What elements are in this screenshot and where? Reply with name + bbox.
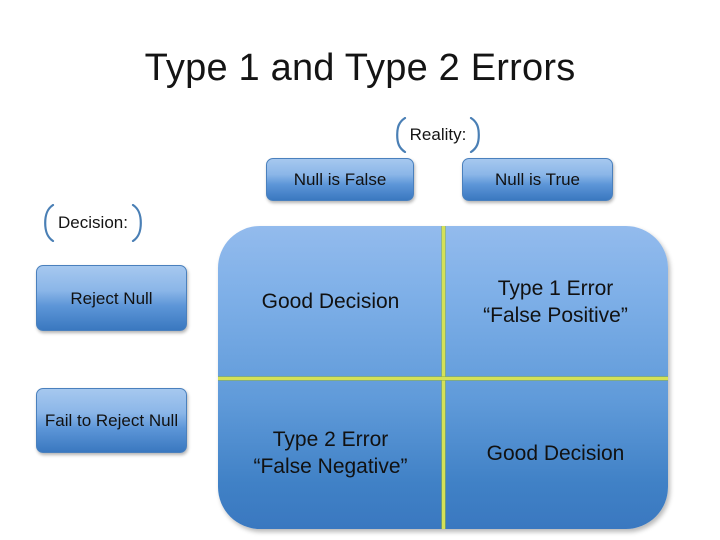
right-bracket-icon [131, 204, 143, 242]
left-bracket-icon [43, 204, 55, 242]
right-bracket-icon [469, 117, 481, 153]
column-header-null-is-false[interactable]: Null is False [266, 158, 414, 201]
reality-caption-label: Reality: [409, 125, 467, 144]
matrix-cell-line1: Type 2 Error [272, 428, 389, 452]
left-bracket-icon [395, 117, 407, 153]
matrix-cell-good-decision-bottom-right[interactable]: Good Decision [443, 378, 668, 530]
error-matrix: Good Decision Type 1 Error “False Positi… [218, 226, 668, 529]
matrix-cell-line1: Good Decision [486, 441, 625, 465]
decision-caption: Decision: [28, 203, 158, 243]
reality-caption: Reality: [368, 116, 508, 154]
matrix-cell-line1: Good Decision [261, 290, 400, 314]
matrix-cell-type-2-error[interactable]: Type 2 Error “False Negative” [218, 378, 443, 530]
row-header-reject-null[interactable]: Reject Null [36, 265, 187, 331]
matrix-cell-line1: Type 1 Error [497, 276, 614, 300]
matrix-cell-line2: “False Negative” [253, 455, 408, 479]
page-title: Type 1 and Type 2 Errors [144, 47, 576, 89]
matrix-cell-type-1-error[interactable]: Type 1 Error “False Positive” [443, 226, 668, 378]
matrix-horizontal-divider [218, 376, 668, 380]
row-header-fail-to-reject-null[interactable]: Fail to Reject Null [36, 388, 187, 453]
matrix-cell-good-decision-top-left[interactable]: Good Decision [218, 226, 443, 378]
matrix-cell-line2: “False Positive” [483, 303, 628, 327]
error-matrix-grid: Good Decision Type 1 Error “False Positi… [218, 226, 668, 529]
decision-caption-label: Decision: [58, 213, 128, 232]
column-header-null-is-true[interactable]: Null is True [462, 158, 613, 201]
